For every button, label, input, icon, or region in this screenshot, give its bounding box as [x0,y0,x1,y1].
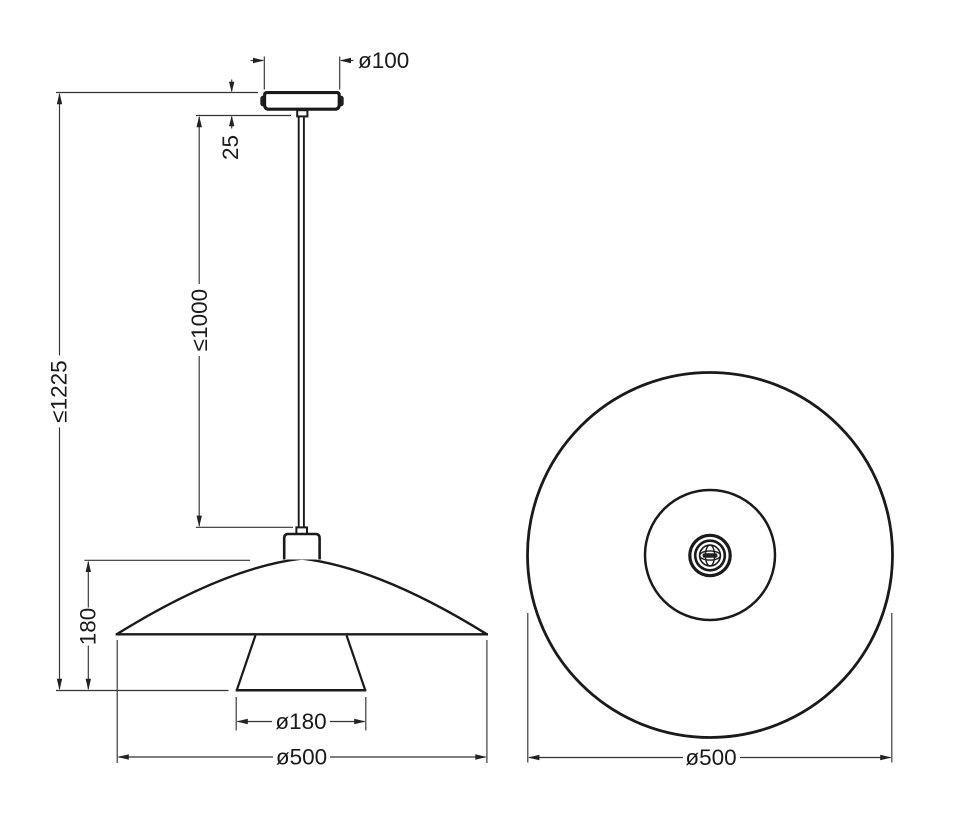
socket-globe-parallel [698,550,722,561]
dim-shadeheight-arrow-top [85,560,91,572]
dim-cone-arrow-left [236,718,248,725]
canopy [263,91,341,111]
side-view [115,91,488,692]
dim-canopy-label: ø100 [358,48,409,73]
dim-shadedia-arrow-left [117,754,129,760]
dim-canopy-diameter: ø100 [250,48,409,90]
dim-susp-arrow-top [196,115,202,128]
dim-shadedia2-arrow-right [880,754,892,761]
shade-profile [116,557,488,636]
shade-circle [526,371,894,739]
dim-canopy-arrow-left [253,57,265,64]
dim-shadedia2-label: ø500 [685,745,736,770]
dim-cone-label: ø180 [275,709,326,734]
dim-offset-label: 25 [218,135,243,160]
inner-cone-sides [235,635,367,691]
dim-overall-label: ≤1225 [47,360,72,422]
dim-susp-arrow-bottom [196,515,202,527]
bottom-view [526,371,894,739]
dim-cone-arrow-right [354,718,366,725]
dim-offset-arrow-bottom [229,115,235,127]
socket-inner-ring [693,539,727,572]
canopy-stem [296,109,309,118]
cone-opening-circle [643,488,777,622]
dim-shade-height: 180 [75,559,250,691]
dim-overall-arrow-bottom [56,678,63,691]
dim-shadeheight-arrow-bottom [85,678,91,691]
dim-suspension-length: ≤1000 [187,114,293,528]
dim-shadedia-label: ø500 [276,745,327,770]
socket-cup [282,532,321,560]
dim-offset-arrow-top [229,81,235,93]
dim-overall-arrow-top [56,92,63,105]
dim-shadedia-arrow-right [475,754,487,760]
dim-canopy-arrow-right [339,57,351,64]
dim-shade-diameter-side: ø500 [116,640,488,770]
dim-shadedia2-arrow-left [528,754,540,761]
dim-shadeheight-label: 180 [75,608,100,646]
socket-outer-ring [688,533,732,578]
dim-shade-diameter-bottom: ø500 [527,613,893,770]
socket-contact-bar [702,553,718,558]
dim-overall-height: ≤1225 [47,91,258,692]
dim-cone-diameter: ø180 [235,697,367,734]
dim-canopy-offset: 25 [218,79,243,160]
dim-susp-label: ≤1000 [187,289,212,351]
